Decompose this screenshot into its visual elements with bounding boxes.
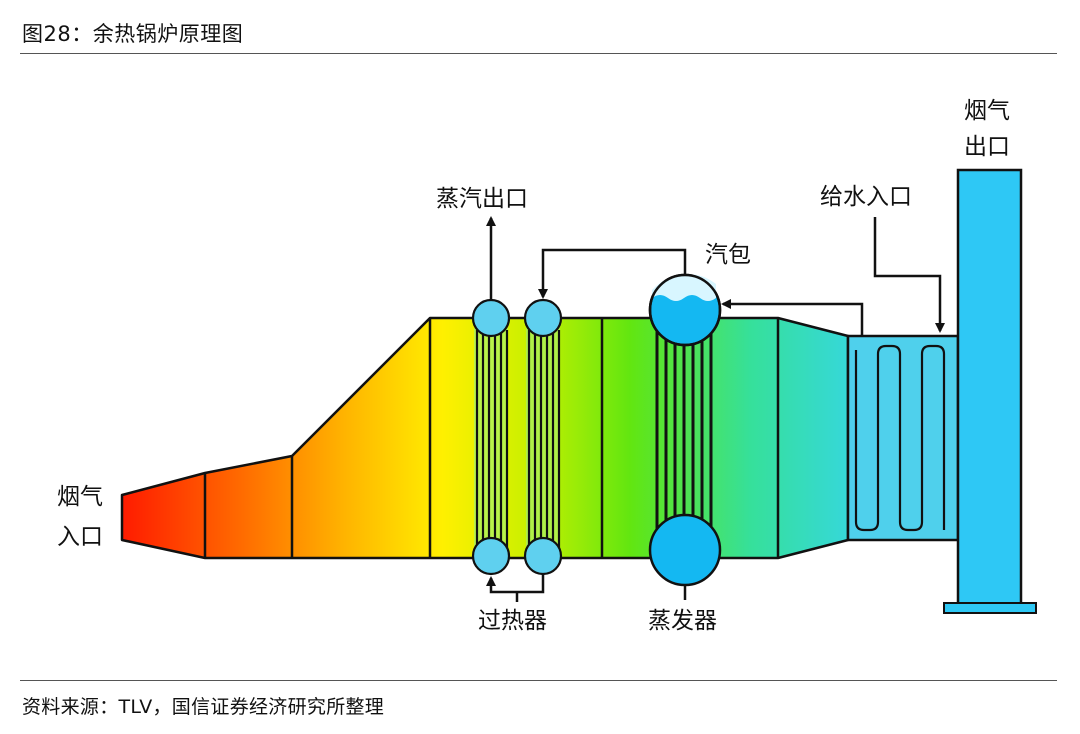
flue-gas-outlet-label-1: 烟气: [964, 98, 1010, 124]
mud-drum: [648, 513, 722, 587]
superheater-tube-bank-1: [474, 328, 509, 550]
feedwater-inlet-pipe: [873, 217, 945, 333]
economizer-box: [846, 334, 960, 542]
steam-outlet-label: 蒸汽出口: [436, 186, 528, 212]
flue-gas-inlet-label-2: 入口: [57, 524, 103, 550]
superheater-header-top-2: [523, 298, 563, 338]
figure-title: 图28：余热锅炉原理图: [22, 22, 244, 46]
evaporator-tube-bank: [655, 330, 713, 530]
superheater-header-bottom-1: [471, 536, 511, 576]
economizer-to-drum-pipe: [721, 299, 864, 336]
top-divider: [20, 53, 1057, 54]
stack-base-plate: [943, 602, 1037, 614]
steam-drum-label: 汽包: [705, 242, 751, 268]
superheater-tube-bank-2: [526, 328, 561, 550]
flue-gas-outlet-label-2: 出口: [964, 134, 1010, 160]
economizer-coil: [854, 344, 946, 532]
superheater-crossover-pipe: [486, 574, 545, 594]
feedwater-inlet-label: 给水入口: [820, 184, 912, 210]
drum-to-superheater-pipe: [538, 248, 687, 299]
evaporator-label: 蒸发器: [648, 608, 717, 634]
flue-gas-inlet-label-1: 烟气: [57, 484, 103, 510]
superheater-header-top-1: [471, 298, 511, 338]
steam-drum: [648, 273, 722, 347]
exhaust-stack: [956, 168, 1023, 606]
superheater-header-bottom-2: [523, 536, 563, 576]
bottom-divider: [20, 680, 1057, 681]
source-note: 资料来源：TLV，国信证券经济研究所整理: [22, 696, 385, 718]
superheater-label: 过热器: [478, 608, 547, 634]
